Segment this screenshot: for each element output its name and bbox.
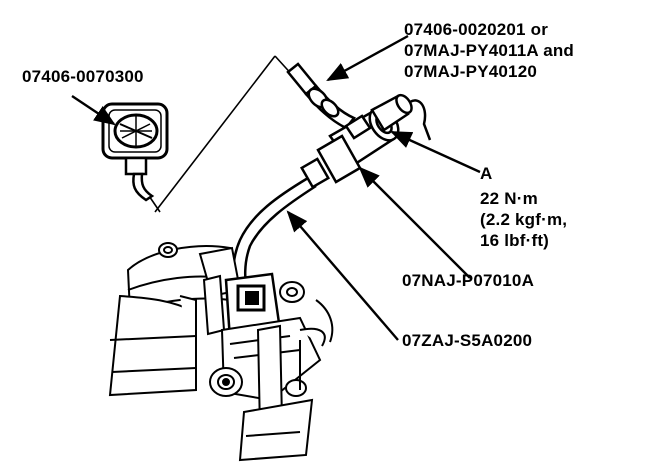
- hose-part-number-line1: 07406-0020201 or: [404, 20, 549, 39]
- fitting-part-number: 07ZAJ-S5A0200: [402, 331, 533, 350]
- adapter-arrow: [358, 166, 471, 279]
- bolt-a-label: A: [480, 164, 493, 183]
- hose-arrow: [326, 34, 409, 82]
- gauge-part-number: 07406-0070300: [22, 67, 144, 86]
- hose-part-number-line2: 07MAJ-PY4011A and: [404, 41, 575, 60]
- fitting-arrow: [286, 210, 399, 341]
- bolt-a-arrow: [390, 130, 481, 174]
- torque-nm: 22 N·m: [480, 189, 538, 208]
- torque-kgf: (2.2 kgf·m,: [480, 210, 568, 229]
- adapter-part-number: 07NAJ-P07010A: [402, 271, 535, 290]
- hose-part-number-line3: 07MAJ-PY40120: [404, 62, 538, 81]
- gauge-arrow: [71, 95, 116, 126]
- torque-lbf: 16 lbf·ft): [480, 231, 550, 250]
- upper-hose-assembly: [286, 62, 357, 130]
- leader-arrows: [71, 34, 481, 341]
- engine-assembly: [108, 242, 334, 462]
- pressure-gauge-icon: [101, 102, 169, 202]
